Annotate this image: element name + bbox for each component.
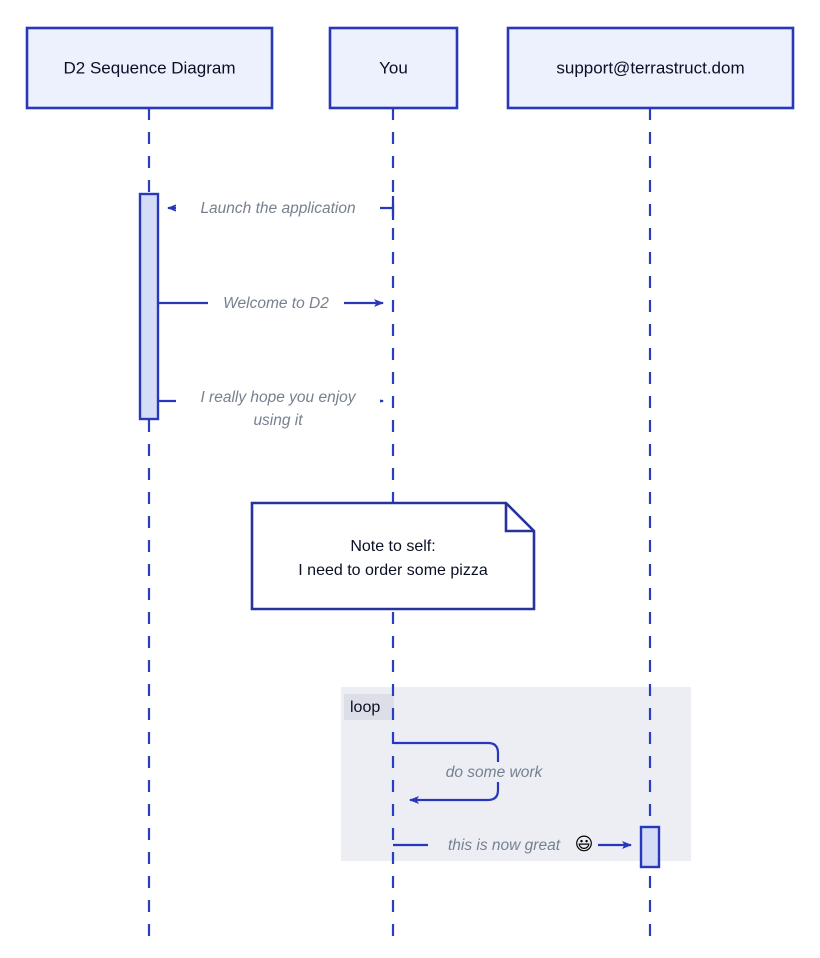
message-do-some-work[interactable]: do some work (393, 741, 562, 804)
actor-d2[interactable]: D2 Sequence Diagram (25, 26, 274, 110)
message-label-bg-do-some-work (426, 762, 562, 782)
grinning-face-emoji-icon: 😃 (575, 834, 594, 855)
message-label-enjoy-line1: I really hope you enjoy (200, 389, 356, 406)
message-label-bg-welcome (208, 293, 344, 313)
message-label-enjoy-line2: using it (253, 412, 303, 429)
actor-box-d2[interactable] (25, 26, 274, 110)
message-label-launch: Launch the application (200, 200, 355, 217)
note-body[interactable] (250, 501, 536, 611)
actor-box-support[interactable] (506, 26, 795, 110)
actor-you[interactable]: You (328, 26, 459, 110)
actor-label-d2: D2 Sequence Diagram (64, 58, 236, 77)
message-label-bg-great (428, 835, 598, 855)
note-fold-icon (504, 503, 534, 533)
activation-bar-support[interactable] (639, 825, 661, 869)
actor-label-you: You (379, 58, 408, 77)
message-welcome-to-d2[interactable]: Welcome to D2 (158, 293, 384, 313)
message-label-bg-enjoy (176, 382, 380, 427)
actor-support[interactable]: support@terrastruct.dom (506, 26, 795, 110)
message-i-really-hope-you-enjoy-using-it[interactable]: I really hope you enjoy using it (158, 382, 384, 429)
message-label-great: this is now great (448, 837, 561, 854)
group-loop-label: loop (350, 699, 380, 716)
actor-box-you[interactable] (328, 26, 459, 110)
message-label-bg-launch (176, 198, 380, 218)
message-this-is-now-great[interactable]: this is now great 😃 (393, 834, 632, 855)
note-text-line1: Note to self: (350, 538, 435, 555)
message-launch-the-application[interactable]: Launch the application (168, 196, 395, 220)
group-loop-label-chip (344, 694, 394, 720)
note-to-self[interactable]: Note to self: I need to order some pizza (250, 501, 536, 611)
message-label-welcome: Welcome to D2 (223, 295, 329, 312)
activation-bar-d2[interactable] (138, 192, 160, 421)
message-label-do-some-work: do some work (446, 764, 544, 781)
note-text-line2: I need to order some pizza (298, 562, 488, 579)
actor-label-support: support@terrastruct.dom (556, 58, 744, 77)
